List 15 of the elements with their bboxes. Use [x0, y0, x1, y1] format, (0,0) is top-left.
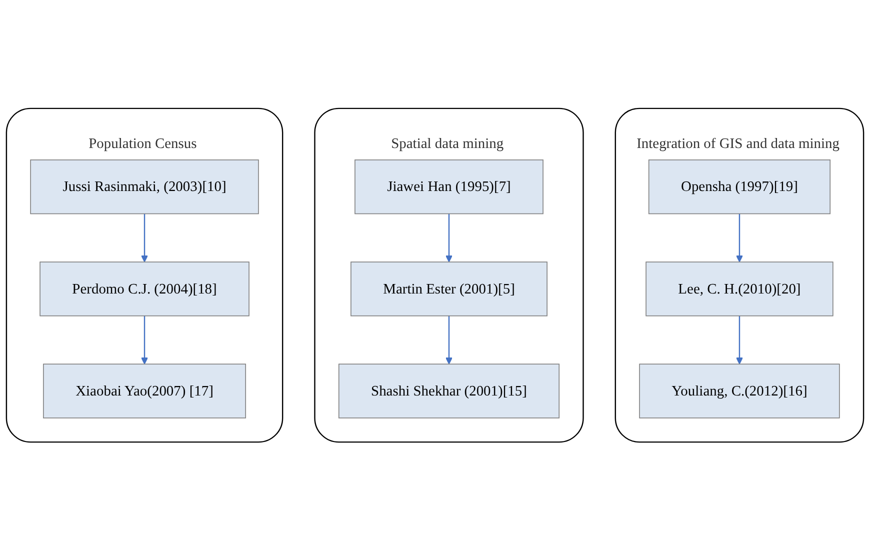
- node-box: Shashi Shekhar (2001)[15]: [338, 363, 560, 418]
- arrow: [736, 316, 743, 364]
- node-box: Xiaobai Yao(2007) [17]: [43, 363, 246, 418]
- arrow: [140, 214, 148, 262]
- node-box: Perdomo C.J. (2004)[18]: [40, 261, 250, 316]
- arrow: [140, 316, 148, 364]
- node-box: Opensha (1997)[19]: [648, 159, 831, 214]
- node-box: Lee, C. H.(2010)[20]: [646, 261, 834, 316]
- arrow: [736, 214, 743, 262]
- node-box: Martin Ester (2001)[5]: [350, 261, 548, 316]
- node-box: Jiawei Han (1995)[7]: [354, 159, 544, 214]
- arrow: [445, 316, 453, 364]
- node-box: Jussi Rasinmaki, (2003)[10]: [30, 159, 259, 214]
- arrow: [445, 214, 453, 262]
- node-box: Youliang, C.(2012)[16]: [639, 363, 840, 418]
